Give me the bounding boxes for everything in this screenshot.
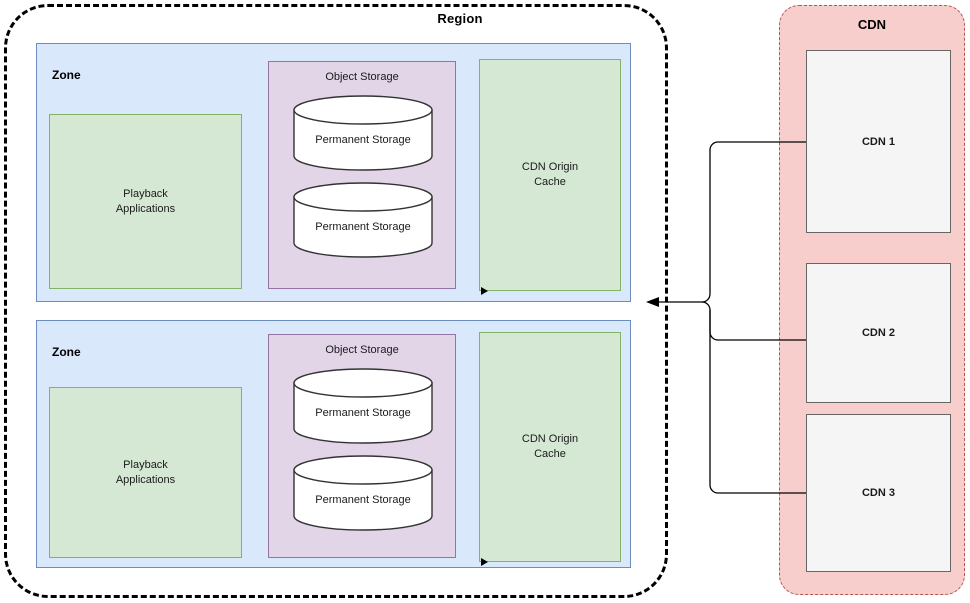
- playback-applications-2-label: Playback Applications: [115, 458, 176, 486]
- origin-cache-2-stub-arrow-icon: [481, 558, 488, 566]
- object-storage-2[interactable]: Object Storage Permanent Storage Permane…: [268, 334, 456, 558]
- playback-applications-2[interactable]: Playback Applications: [49, 387, 242, 558]
- object-storage-1[interactable]: Object Storage Permanent Storage Permane…: [268, 61, 456, 289]
- region-title: Region: [437, 11, 483, 26]
- playback-applications-1-label: Playback Applications: [115, 187, 176, 215]
- cdn-node-2[interactable]: CDN 2: [806, 263, 951, 403]
- cdn-node-1[interactable]: CDN 1: [806, 50, 951, 233]
- object-storage-1-label: Object Storage: [325, 71, 399, 83]
- cdn-node-3-label: CDN 3: [861, 487, 895, 499]
- permanent-storage-cylinder-1b[interactable]: Permanent Storage: [293, 182, 433, 258]
- cdn-node-3[interactable]: CDN 3: [806, 414, 951, 572]
- cdn-origin-cache-2[interactable]: CDN Origin Cache: [479, 332, 621, 562]
- zone-2-label: Zone: [52, 345, 81, 359]
- playback-applications-1[interactable]: Playback Applications: [49, 114, 242, 289]
- cdn-origin-cache-2-label: CDN Origin Cache: [521, 433, 579, 460]
- region-boundary: [4, 4, 668, 598]
- cdn-origin-cache-1-label: CDN Origin Cache: [521, 161, 579, 188]
- zone-1-label: Zone: [52, 68, 81, 82]
- object-storage-2-label: Object Storage: [325, 344, 399, 356]
- permanent-storage-cylinder-2a[interactable]: Permanent Storage: [293, 368, 433, 444]
- permanent-storage-cylinder-2b[interactable]: Permanent Storage: [293, 455, 433, 531]
- cdn-node-1-label: CDN 1: [861, 135, 895, 148]
- cdn-node-2-label: CDN 2: [861, 327, 895, 339]
- cdn-origin-cache-1[interactable]: CDN Origin Cache: [479, 59, 621, 291]
- origin-cache-1-stub-arrow-icon: [481, 287, 488, 295]
- permanent-storage-cylinder-1a[interactable]: Permanent Storage: [293, 95, 433, 171]
- cdn-panel-title: CDN: [857, 17, 887, 32]
